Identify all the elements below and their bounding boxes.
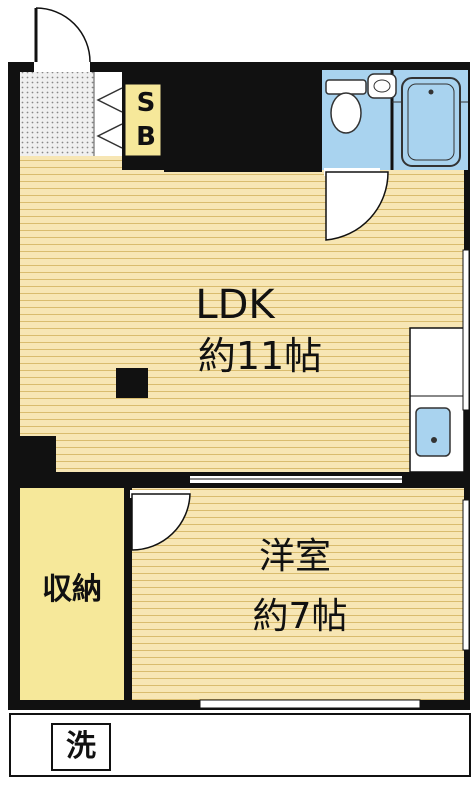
storage-area [20, 488, 124, 700]
ldk-size: 約11帖 [197, 334, 323, 378]
western-room-label: 洋室 [258, 536, 331, 577]
storage-wall [124, 486, 132, 700]
western-room-size: 約7帖 [252, 596, 348, 637]
toilet-bowl-icon [330, 92, 362, 134]
window-bottom [199, 699, 421, 709]
ldk-label: LDK [195, 282, 275, 328]
pillar [116, 368, 148, 398]
bathtub-icon [401, 77, 461, 167]
shoe-box-folding-door [96, 87, 123, 149]
kitchen-sink-icon [415, 407, 451, 457]
front-door-swing [35, 7, 91, 63]
western-room-floor [132, 488, 464, 700]
ldk-floor [20, 170, 464, 472]
shoe-box [124, 83, 162, 157]
corner-pillar [20, 436, 56, 474]
shoe-box-label-s: S [136, 88, 156, 118]
front-door-opening [34, 54, 90, 72]
bathtub-drain [428, 89, 434, 95]
bathtub-inner [407, 83, 455, 161]
shoe-box-label-b: B [136, 122, 156, 152]
window-right-lower [462, 499, 470, 651]
toilet-tank [325, 79, 367, 95]
ldk-wall-corner [164, 156, 322, 172]
kitchen-faucet [431, 437, 437, 443]
entrance-step [94, 72, 122, 156]
storage-label: 収納 [42, 572, 102, 607]
western-room-door [131, 493, 191, 551]
washer-box [51, 723, 111, 771]
washer-label: 洗 [66, 729, 96, 764]
sink-icon [367, 73, 397, 99]
ldk-floor-top-left [20, 156, 122, 172]
sink-basin [373, 79, 391, 93]
window-right-upper [462, 249, 470, 411]
bathroom-door [325, 171, 389, 241]
